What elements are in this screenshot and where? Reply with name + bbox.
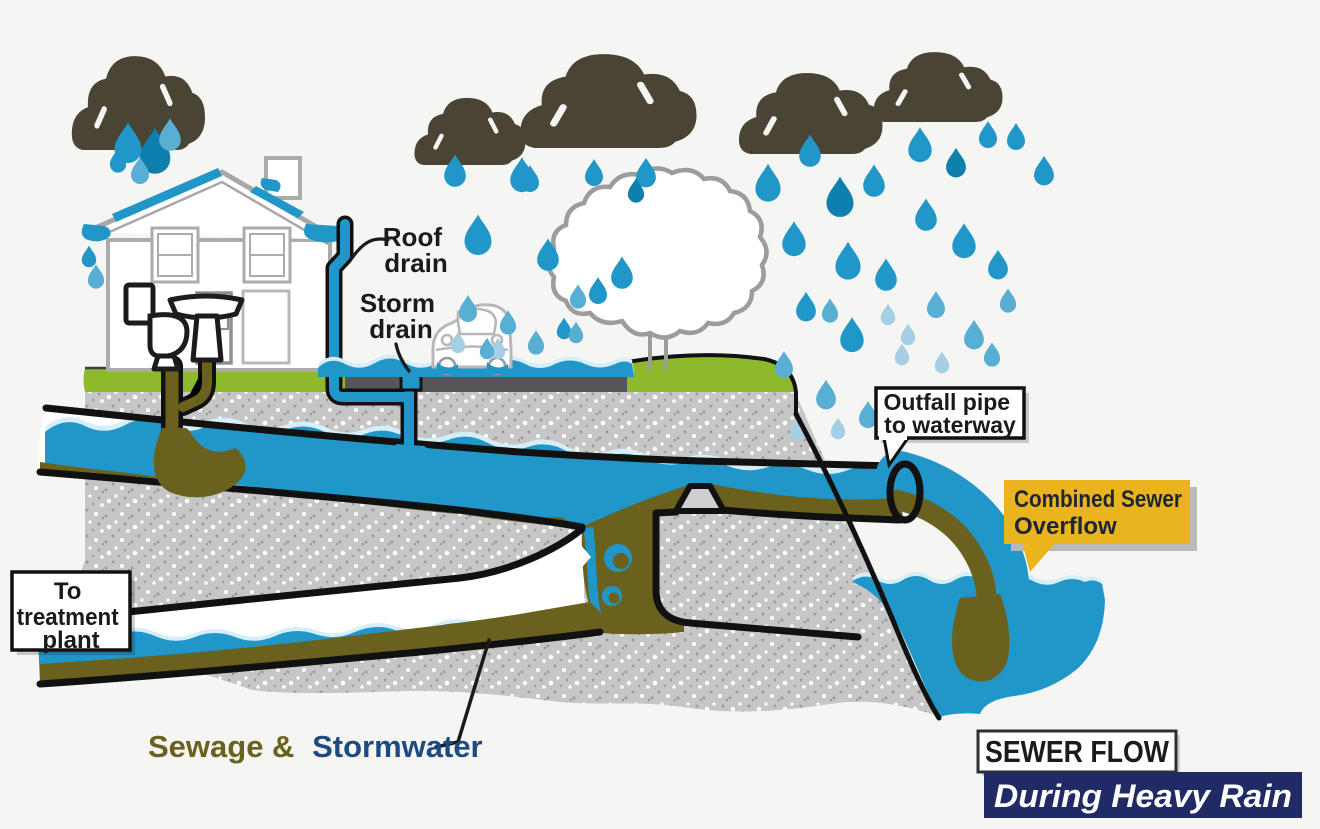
roof-drain-callout bbox=[350, 237, 390, 260]
banner-title: SEWER FLOW bbox=[985, 734, 1170, 769]
roof-drain-label: Roof drain bbox=[383, 222, 449, 278]
clouds bbox=[72, 52, 1003, 165]
svg-text:Combined Sewer Overflo: Combined Sewer Overflow bbox=[1014, 486, 1189, 540]
svg-text:Sewage & Stormwater: Sewage & Stormwater bbox=[148, 729, 483, 764]
grass-mound bbox=[627, 356, 797, 392]
window bbox=[150, 226, 200, 284]
legend-stormwater: Stormwater bbox=[312, 729, 483, 764]
chimney bbox=[264, 156, 302, 200]
sewer-channels bbox=[36, 404, 904, 688]
legend-label: Sewage & Stormwater bbox=[148, 638, 491, 764]
banner-title-box bbox=[976, 729, 1178, 774]
cso-box bbox=[1004, 480, 1190, 544]
upper-sewer-water bbox=[45, 419, 903, 527]
cloud-icon bbox=[874, 52, 1003, 122]
window bbox=[242, 226, 292, 284]
legend-sewage: Sewage & bbox=[148, 729, 294, 764]
svg-text:Outfall pipe to waterw: Outfall pipe to waterway bbox=[884, 389, 1017, 438]
weir-icon bbox=[673, 483, 727, 514]
cloud-icon bbox=[72, 56, 205, 150]
legend-callout bbox=[434, 638, 491, 749]
outfall-pipe-icon bbox=[886, 460, 924, 524]
storm-pipes bbox=[325, 215, 432, 473]
storm-drain-callout bbox=[394, 342, 411, 373]
cloud-icon bbox=[520, 54, 696, 148]
overflow-stream bbox=[876, 451, 1030, 623]
banner: SEWER FLOW During Heavy Rain bbox=[976, 729, 1302, 818]
sewage-plume bbox=[952, 594, 1010, 682]
treatment-label: To treatment plant bbox=[10, 570, 135, 655]
lower-sewer-sewage bbox=[40, 602, 600, 685]
labels: Roof drain Storm drain Outfall pipe to w… bbox=[10, 222, 1302, 818]
storm-drain-label: Storm drain bbox=[360, 288, 442, 344]
banner-subtitle: During Heavy Rain bbox=[994, 778, 1292, 814]
sanitary-fixtures bbox=[123, 282, 246, 498]
bank-edge bbox=[793, 411, 942, 721]
svg-text:To treatment p: To treatment plant bbox=[17, 578, 126, 654]
sink-icon bbox=[167, 293, 245, 363]
upper-sewer-sewage bbox=[40, 462, 903, 528]
toilet-icon bbox=[123, 282, 190, 372]
toilet-discharge bbox=[153, 428, 246, 498]
outfall-label: Outfall pipe to waterway bbox=[874, 386, 1029, 469]
roof-runoff-water bbox=[81, 168, 346, 243]
storm-discharge bbox=[393, 444, 432, 473]
overflow-sewage-stream bbox=[887, 490, 997, 618]
cso-label: Combined Sewer Overflow bbox=[1004, 480, 1197, 572]
banner-subtitle-box bbox=[984, 772, 1302, 818]
waterway bbox=[793, 411, 1105, 721]
cloud-icon bbox=[415, 98, 526, 165]
door bbox=[241, 289, 291, 365]
